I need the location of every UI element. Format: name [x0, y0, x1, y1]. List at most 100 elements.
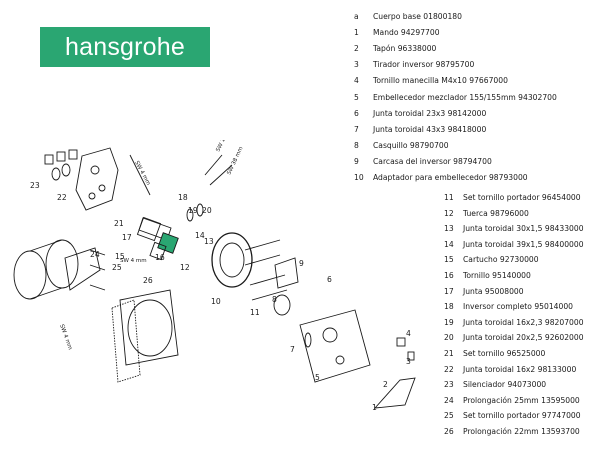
callout-24: 24	[90, 250, 100, 259]
callout-3: 3	[406, 357, 411, 366]
part-description: Tuerca 98796000	[463, 208, 529, 218]
part-description: Junta toroidal 23x3 98142000	[373, 108, 487, 118]
screw-set-25	[89, 249, 106, 291]
part-description: Cartucho 92730000	[463, 255, 539, 265]
part-description: Tapón 96338000	[373, 44, 437, 54]
part-description: Cuerpo base 01800180	[373, 12, 462, 21]
callout-22: 22	[57, 193, 67, 202]
wrench-size-label: SW 4 mm	[120, 258, 147, 264]
oring-part-19	[186, 208, 194, 222]
callout-20: 20	[202, 206, 212, 215]
part-number: 26	[444, 427, 454, 436]
brand-logo: hansgrohe	[40, 27, 210, 67]
base-body-21	[75, 147, 119, 211]
part-number: 12	[444, 208, 454, 218]
part-number: 22	[444, 364, 454, 374]
part-number: 6	[354, 108, 359, 118]
wrench-size-label: SW 15 mm	[215, 140, 233, 153]
part-number: 9	[354, 156, 359, 166]
callout-6: 6	[327, 275, 332, 284]
callout-11: 11	[250, 308, 260, 317]
part-number: 5	[354, 92, 359, 102]
part-description: Inversor completo 95014000	[463, 302, 573, 312]
callout-8: 8	[272, 295, 277, 304]
callout-4: 4	[406, 329, 411, 338]
part-description: Carcasa del inversor 98794700	[373, 156, 492, 166]
part-description: Casquillo 98790700	[373, 140, 449, 150]
diverter-handle-3	[407, 351, 415, 361]
callout-2: 2	[383, 380, 388, 389]
wrench-size-label: SW 38 mm	[226, 146, 244, 176]
callout-5: 5	[315, 373, 320, 382]
extension-part-26	[119, 289, 179, 366]
bushing-part-8	[273, 294, 291, 316]
wrench-size-label: SW 4 mm	[133, 160, 151, 186]
part-description: Junta toroidal 30x1,5 98433000	[463, 224, 584, 234]
part-number: 2	[354, 44, 359, 54]
callout-14: 14	[195, 231, 205, 240]
part-description: Junta toroidal 39x1,5 98400000	[463, 239, 584, 249]
part-number: 19	[444, 317, 454, 327]
silencer-part-23	[44, 154, 54, 165]
part-description: Set tornillo portador 97747000	[463, 411, 581, 421]
part-number: 7	[354, 124, 359, 134]
part-number: 1	[354, 28, 359, 38]
part-description: Prolongación 25mm 13595000	[463, 395, 580, 405]
adapter-part-10	[111, 299, 141, 383]
part-number: 10	[354, 173, 364, 182]
part-description: Junta toroidal 43x3 98418000	[373, 124, 487, 134]
oring-part-20	[196, 203, 204, 217]
wrench-sw4	[129, 154, 151, 196]
part-description: Prolongación 22mm 13593700	[463, 427, 580, 436]
cartridge-part-15	[157, 232, 179, 254]
callout-13: 13	[204, 237, 214, 246]
callout-25: 25	[112, 263, 122, 272]
part-number: 15	[444, 255, 454, 265]
part-number: a	[354, 12, 359, 21]
oring-part-22	[51, 167, 61, 181]
callout-12: 12	[180, 263, 190, 272]
diverter-housing-9	[274, 257, 299, 289]
screw-set-11	[244, 239, 288, 301]
callout-19: 19	[188, 206, 198, 215]
extension-part-24	[13, 250, 47, 300]
part-number: 13	[444, 224, 454, 234]
part-description: Junta 95008000	[463, 286, 524, 296]
callout-15: 15	[115, 252, 125, 261]
wrench-sw15-sw38	[204, 154, 233, 186]
nut-part-12	[211, 232, 253, 288]
part-number: 23	[444, 380, 454, 390]
brand-logo-text: hansgrohe	[65, 32, 185, 61]
part-number: 18	[444, 302, 454, 312]
part-number: 14	[444, 239, 454, 249]
part-number: 8	[354, 140, 359, 150]
part-description: Adaptador para embellecedor 98793000	[373, 173, 528, 182]
part-number: 25	[444, 411, 454, 421]
callout-23: 23	[30, 181, 40, 190]
part-description: Junta toroidal 16x2 98133000	[463, 364, 577, 374]
callout-18: 18	[178, 193, 188, 202]
callout-21: 21	[114, 219, 124, 228]
part-number: 11	[444, 193, 454, 202]
part-description: Silenciador 94073000	[463, 380, 547, 390]
part-description: Tornillo manecilla M4x10 97667000	[373, 76, 508, 86]
oring-part-7	[304, 332, 312, 348]
part-description: Junta toroidal 16x2,3 98207000	[463, 317, 584, 327]
part-number: 24	[444, 395, 454, 405]
callout-1: 1	[372, 403, 377, 412]
part-number: 3	[354, 60, 359, 70]
part-number: 16	[444, 271, 454, 280]
callout-17: 17	[122, 233, 132, 242]
wrench-size-label: SW 4 mm	[58, 324, 73, 351]
part-number: 17	[444, 286, 454, 296]
part-description: Embellecedor mezclador 155/155mm 9430270…	[373, 92, 557, 102]
part-number: 20	[444, 333, 454, 343]
part-description: Junta toroidal 20x2,5 92602000	[463, 333, 584, 343]
part-description: Tirador inversor 98795700	[373, 60, 475, 70]
part-description: Tornillo 95140000	[463, 271, 531, 280]
handle-part-1	[373, 377, 416, 409]
callout-7: 7	[290, 345, 295, 354]
callout-9: 9	[299, 259, 304, 268]
callout-10: 10	[211, 297, 221, 306]
